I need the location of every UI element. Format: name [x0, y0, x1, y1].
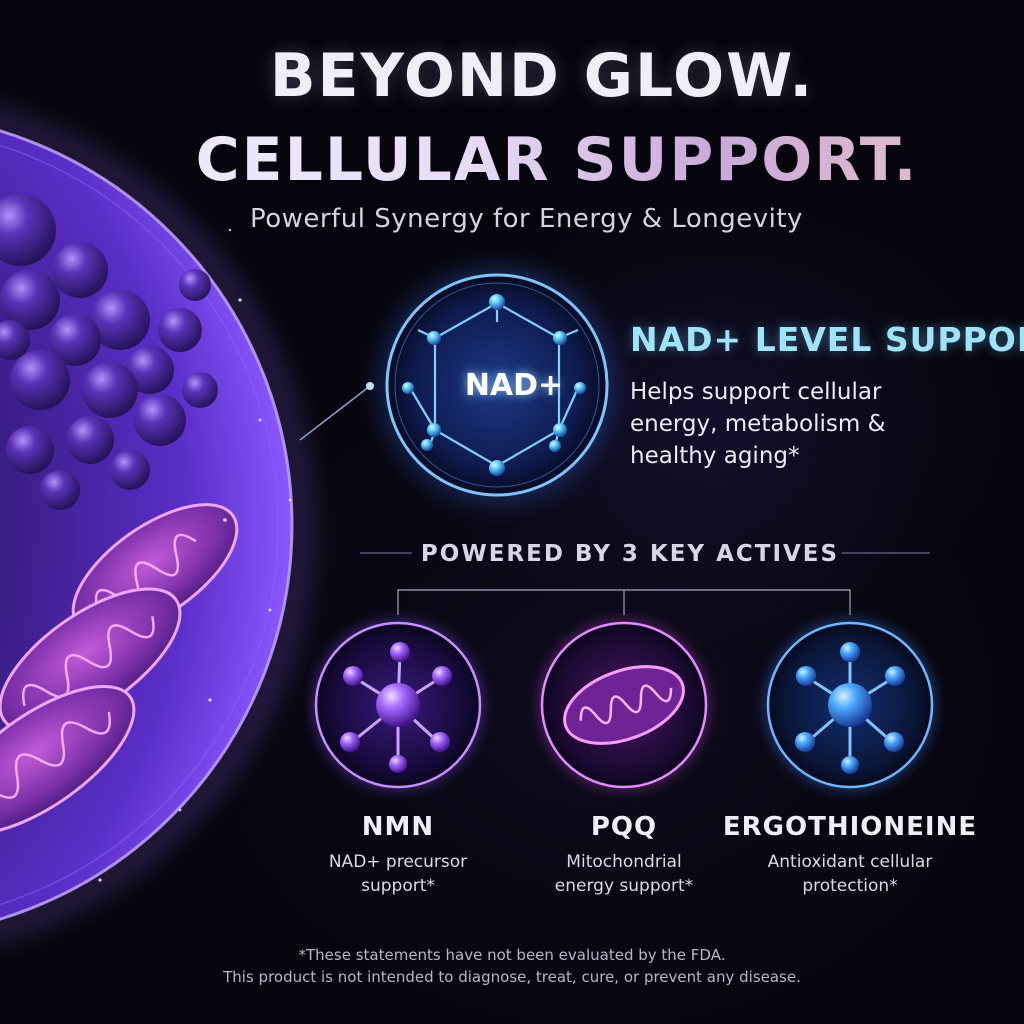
active-desc-nmn-line-2: support* — [361, 876, 435, 896]
active-name-ergothioneine: ERGOTHIONEINE — [722, 812, 978, 842]
disclaimer-line-1: *These statements have not been evaluate… — [298, 946, 726, 964]
nad-badge — [382, 270, 612, 500]
ergo-icon-circle — [764, 619, 936, 791]
active-desc-ergothioneine-line-2: protection* — [802, 876, 898, 896]
active-name-nmn: NMN — [361, 812, 435, 842]
headline-line-1: BEYOND GLOW. — [269, 41, 815, 111]
nmn-icon-circle — [312, 619, 484, 791]
active-desc-pqq-line-1: Mitochondrial — [566, 852, 682, 872]
active-name-pqq: PQQ — [590, 812, 658, 842]
cell-mitochondria — [0, 503, 239, 835]
disclaimer-line-2: This product is not intended to diagnose… — [223, 968, 801, 986]
nad-badge-label: NAD+ — [464, 368, 564, 403]
feature-description: Helps support cellular energy, metabolis… — [630, 379, 886, 469]
active-desc-nmn-line-1: NAD+ precursor — [328, 852, 468, 872]
pqq-icon-circle — [538, 619, 710, 791]
subtitle: Powerful Synergy for Energy & Longevity — [250, 204, 803, 234]
actives-section-label: POWERED BY 3 KEY ACTIVES — [420, 541, 840, 567]
cell-granules — [0, 194, 218, 510]
active-desc-pqq-line-2: energy support* — [554, 876, 694, 896]
feature-title: NAD+ LEVEL SUPPORT — [630, 320, 1024, 359]
active-desc-ergothioneine-line-1: Antioxidant cellular — [767, 852, 933, 872]
headline-line-2: CELLULAR SUPPORT. — [0, 126, 1024, 194]
